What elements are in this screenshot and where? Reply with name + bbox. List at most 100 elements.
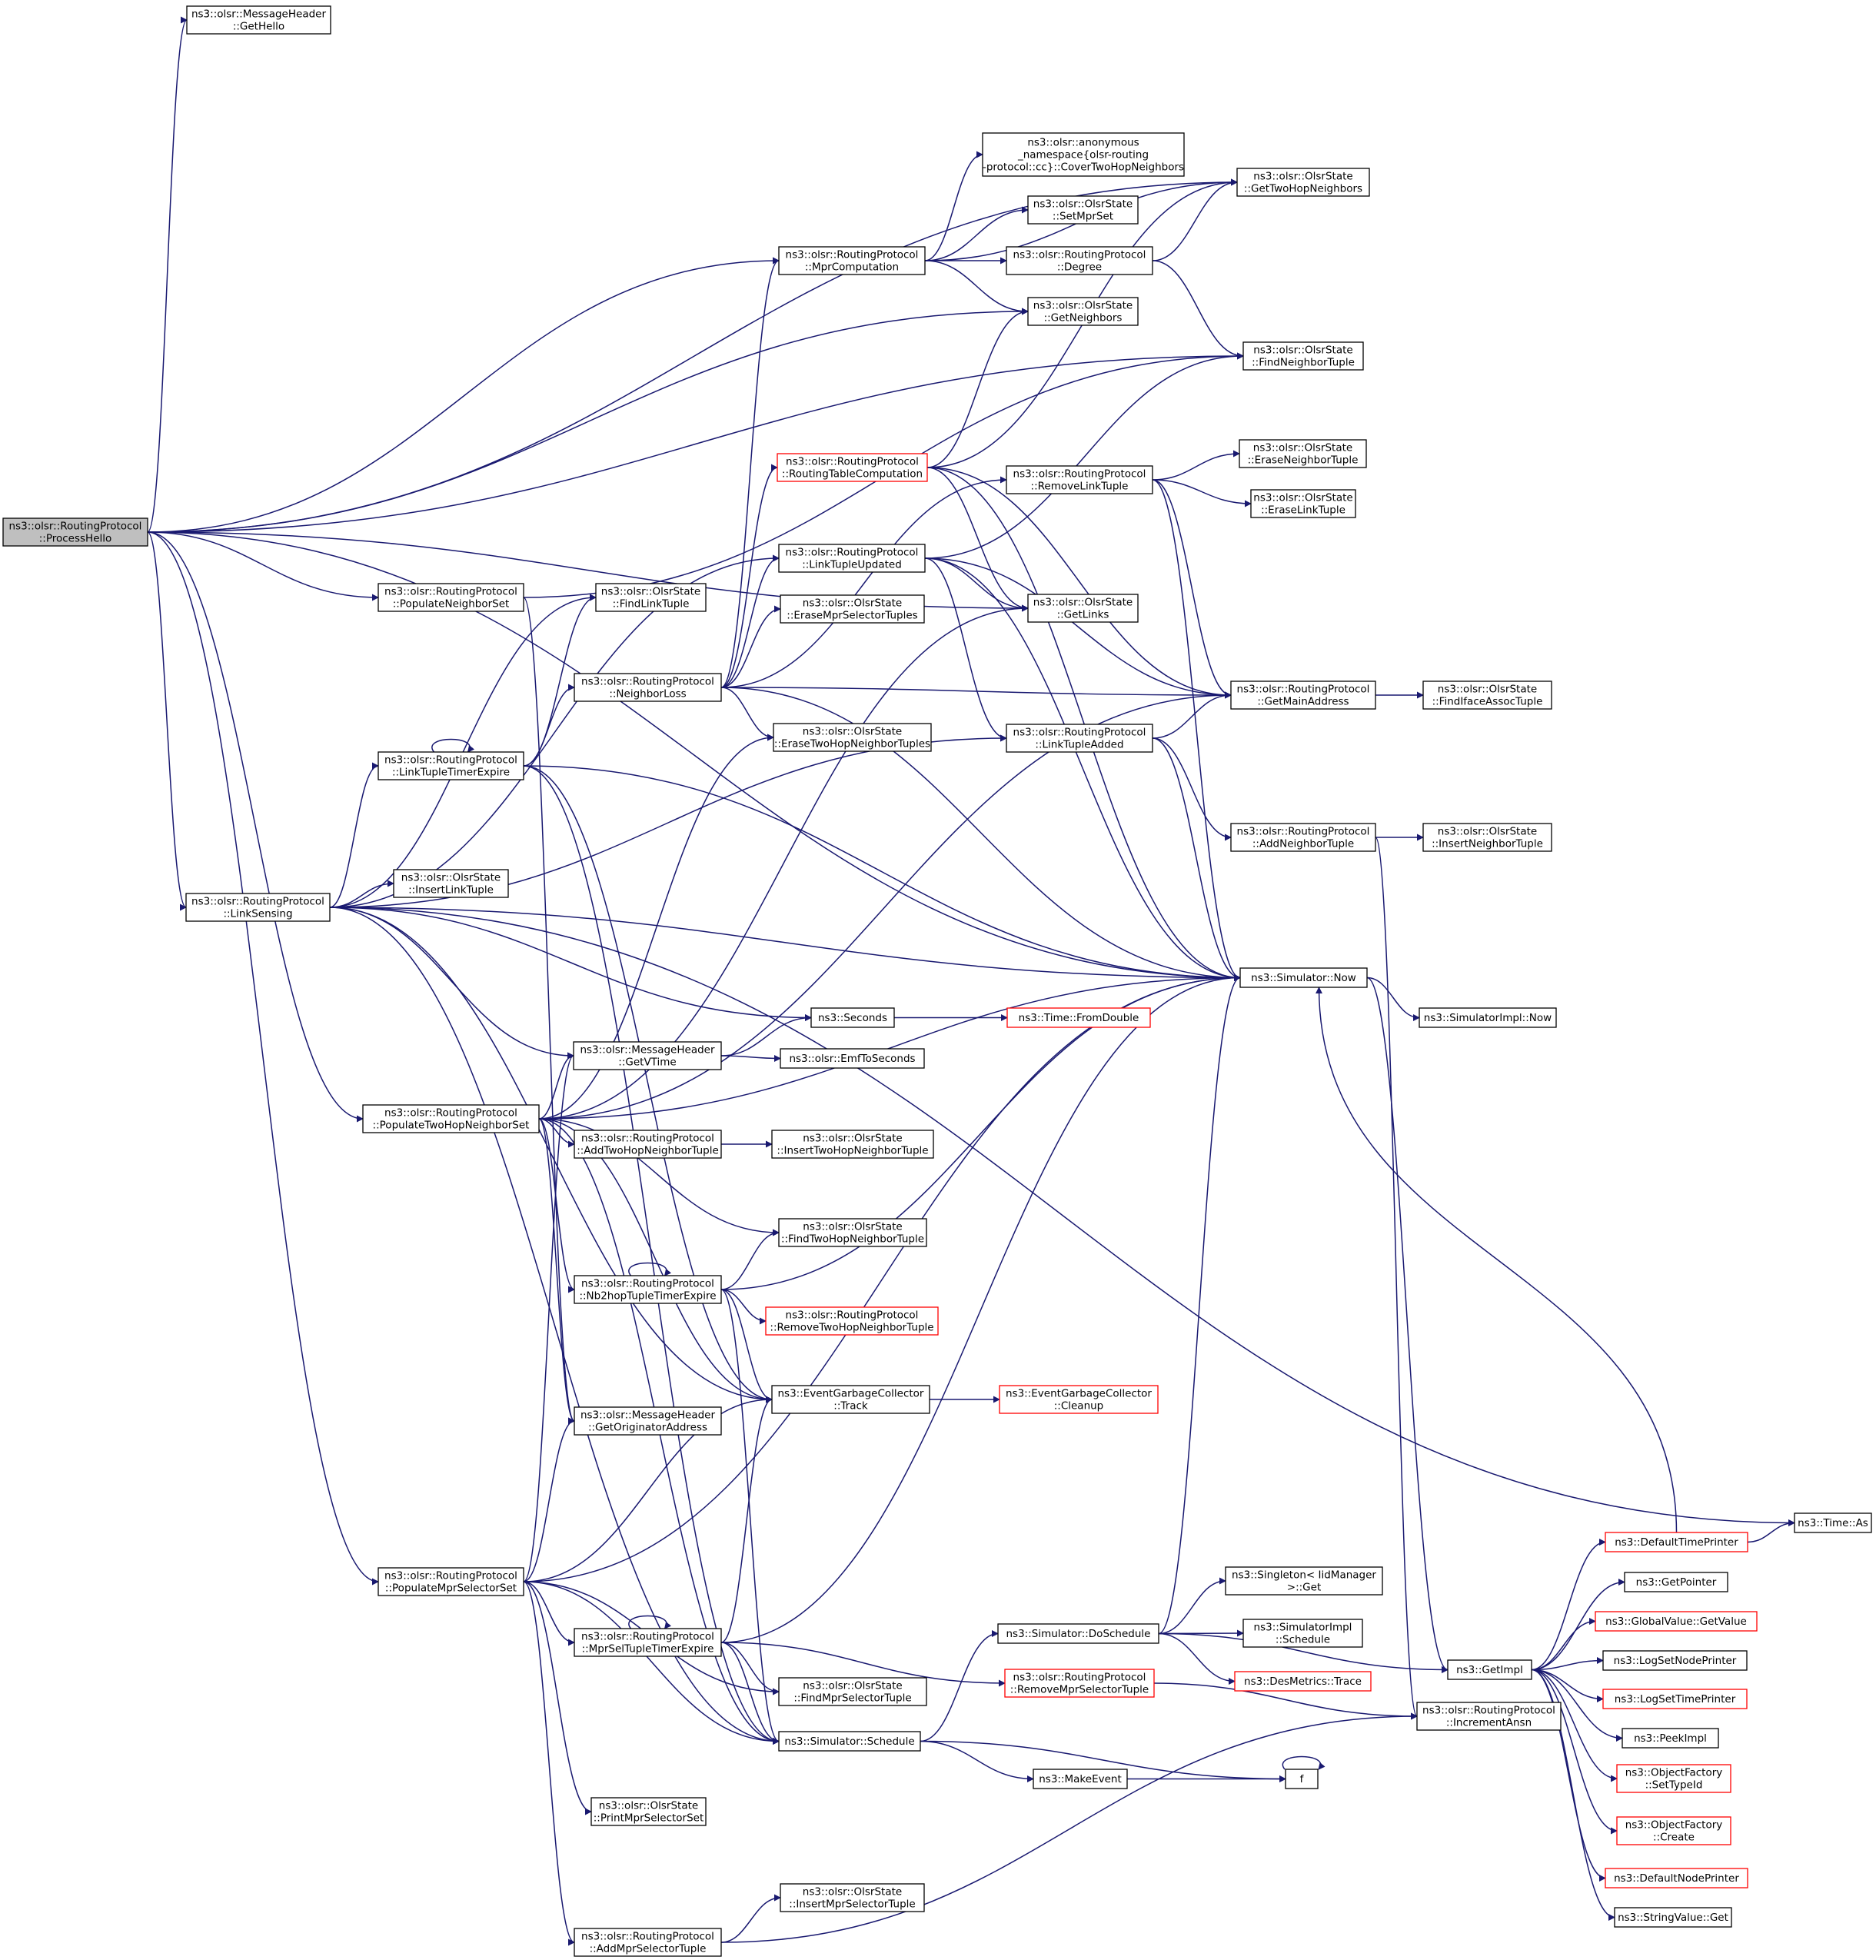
- node-insert-two-hop-neighbor-tuple[interactable]: ns3::olsr::OlsrState::InsertTwoHopNeighb…: [771, 1130, 934, 1159]
- node-mpr-sel-tuple-timer-expire[interactable]: ns3::olsr::RoutingProtocol::MprSelTupleT…: [574, 1628, 722, 1657]
- node-default-node-printer[interactable]: ns3::DefaultNodePrinter: [1605, 1868, 1748, 1888]
- node-get-pointer[interactable]: ns3::GetPointer: [1624, 1572, 1728, 1592]
- node-nb2hop-tuple-timer-expire[interactable]: ns3::olsr::RoutingProtocol::Nb2hopTupleT…: [574, 1275, 722, 1304]
- node-degree[interactable]: ns3::olsr::RoutingProtocol::Degree: [1006, 246, 1153, 275]
- node-box: [780, 594, 925, 624]
- node-label: ::RemoveMprSelectorTuple: [1010, 1684, 1149, 1696]
- edge-link-tuple-added-to-add-neighbor-tuple: [1152, 737, 1232, 841]
- node-populate-mpr-selector-set[interactable]: ns3::olsr::RoutingProtocol::PopulateMprS…: [378, 1567, 524, 1596]
- node-add-two-hop-neighbor-tuple[interactable]: ns3::olsr::RoutingProtocol::AddTwoHopNei…: [574, 1130, 722, 1159]
- edge-link-tuple-added-to-simulator-now: [1152, 737, 1241, 981]
- node-label: ::GetVTime: [618, 1057, 676, 1069]
- node-insert-mpr-selector-tuple[interactable]: ns3::olsr::OlsrState::InsertMprSelectorT…: [780, 1883, 925, 1912]
- node-label: ::LinkTupleAdded: [1035, 739, 1123, 751]
- node-remove-mpr-selector-tuple[interactable]: ns3::olsr::RoutingProtocol::RemoveMprSel…: [1004, 1669, 1155, 1698]
- node-get-impl[interactable]: ns3::GetImpl: [1447, 1659, 1532, 1680]
- node-insert-link-tuple[interactable]: ns3::olsr::OlsrState::InsertLinkTuple: [393, 869, 509, 898]
- node-get-neighbors[interactable]: ns3::olsr::OlsrState::GetNeighbors: [1027, 297, 1139, 326]
- node-egctrack[interactable]: ns3::EventGarbageCollector::Track: [771, 1385, 930, 1414]
- node-egccleanup[interactable]: ns3::EventGarbageCollector::Cleanup: [999, 1385, 1159, 1414]
- node-label: ::IncrementAnsn: [1446, 1717, 1532, 1729]
- node-peek-impl[interactable]: ns3::PeekImpl: [1622, 1728, 1719, 1749]
- node-link-sensing[interactable]: ns3::olsr::RoutingProtocol::LinkSensing: [185, 893, 331, 922]
- node-f[interactable]: f: [1285, 1769, 1319, 1789]
- node-simulator-schedule[interactable]: ns3::Simulator::Schedule: [778, 1731, 921, 1752]
- node-object-factory-set-type-id[interactable]: ns3::ObjectFactory::SetTypeId: [1616, 1764, 1731, 1793]
- node-simulator-impl-now[interactable]: ns3::SimulatorImpl::Now: [1419, 1007, 1557, 1028]
- edge-remove-mpr-selector-tuple-to-increment-ansn: [1153, 1682, 1418, 1720]
- node-add-mpr-selector-tuple[interactable]: ns3::olsr::RoutingProtocol::AddMprSelect…: [574, 1928, 722, 1957]
- node-string-value-get[interactable]: ns3::StringValue::Get: [1614, 1907, 1732, 1928]
- node-find-neighbor-tuple[interactable]: ns3::olsr::OlsrState::FindNeighborTuple: [1242, 341, 1364, 371]
- node-make-event[interactable]: ns3::MakeEvent: [1033, 1769, 1128, 1789]
- node-label: ::Schedule: [1276, 1634, 1330, 1646]
- node-populate-neighbor-set[interactable]: ns3::olsr::RoutingProtocol::PopulateNeig…: [378, 583, 524, 612]
- node-seconds[interactable]: ns3::Seconds: [810, 1007, 895, 1028]
- node-get-hello[interactable]: ns3::olsr::MessageHeader::GetHello: [186, 5, 331, 35]
- node-log-set-time-printer[interactable]: ns3::LogSetTimePrinter: [1602, 1689, 1748, 1709]
- node-find-two-hop-neighbor-tuple[interactable]: ns3::olsr::OlsrState::FindTwoHopNeighbor…: [778, 1218, 927, 1247]
- node-singleton-get[interactable]: ns3::Singleton< IidManager >::Get: [1225, 1566, 1383, 1596]
- node-log-set-node-printer[interactable]: ns3::LogSetNodePrinter: [1602, 1650, 1748, 1671]
- node-print-mpr-selector-set[interactable]: ns3::olsr::OlsrState::PrintMprSelectorSe…: [590, 1797, 707, 1826]
- node-routing-table-computation[interactable]: ns3::olsr::RoutingProtocol::RoutingTable…: [777, 453, 928, 482]
- node-find-link-tuple[interactable]: ns3::olsr::OlsrState::FindLinkTuple: [595, 583, 707, 612]
- edge-neighbor-loss-to-simulator-now: [720, 687, 1241, 981]
- node-erase-two-hop-neighbor-tuples[interactable]: ns3::olsr::OlsrState::EraseTwoHopNeighbo…: [773, 723, 932, 752]
- node-emf-to-seconds[interactable]: ns3::olsr::EmfToSeconds: [780, 1048, 925, 1069]
- node-get-vtime[interactable]: ns3::olsr::MessageHeader::GetVTime: [573, 1041, 722, 1070]
- node-label: ns3::ObjectFactory: [1625, 1767, 1723, 1779]
- node-link-tuple-added[interactable]: ns3::olsr::RoutingProtocol::LinkTupleAdd…: [1006, 724, 1153, 753]
- edge-link-sensing-to-link-tuple-timer-expire: [329, 762, 379, 908]
- node-simulator-do-schedule[interactable]: ns3::Simulator::DoSchedule: [997, 1623, 1159, 1644]
- edge-simulator-do-schedule-to-simulator-now: [1158, 974, 1241, 1635]
- node-find-iface-assoc-tuple[interactable]: ns3::olsr::OlsrState::FindIfaceAssocTupl…: [1422, 681, 1552, 710]
- node-get-main-address[interactable]: ns3::olsr::RoutingProtocol::GetMainAddre…: [1230, 681, 1376, 710]
- node-label: ns3::StringValue::Get: [1618, 1912, 1728, 1924]
- node-find-mpr-selector-tuple[interactable]: ns3::olsr::OlsrState::FindMprSelectorTup…: [778, 1677, 927, 1706]
- node-box: [778, 544, 926, 573]
- node-label: ns3::olsr::anonymous: [1027, 137, 1139, 149]
- node-neighbor-loss[interactable]: ns3::olsr::RoutingProtocol::NeighborLoss: [574, 673, 722, 702]
- node-erase-mpr-selector-tuples[interactable]: ns3::olsr::OlsrState::EraseMprSelectorTu…: [780, 594, 925, 624]
- edge-populate-two-hop-neighbor-set-to-find-two-hop-neighbor-tuple: [538, 1118, 780, 1236]
- node-populate-two-hop-neighbor-set[interactable]: ns3::olsr::RoutingProtocol::PopulateTwoH…: [362, 1104, 540, 1133]
- node-process-hello[interactable]: ns3::olsr::RoutingProtocol::ProcessHello: [2, 517, 148, 547]
- edge-link-sensing-to-time-as: [329, 907, 1795, 1526]
- node-get-links[interactable]: ns3::olsr::OlsrState::GetLinks: [1027, 594, 1139, 623]
- node-label: ns3::MakeEvent: [1039, 1773, 1122, 1785]
- node-get-originator-address[interactable]: ns3::olsr::MessageHeader::GetOriginatorA…: [574, 1406, 722, 1436]
- edge-routing-table-computation-to-get-main-address: [926, 467, 1232, 699]
- edge-link-tuple-updated-to-link-tuple-added: [924, 557, 1007, 742]
- node-increment-ansn[interactable]: ns3::olsr::RoutingProtocol::IncrementAns…: [1416, 1702, 1562, 1731]
- node-erase-link-tuple[interactable]: ns3::olsr::OlsrState::EraseLinkTuple: [1250, 489, 1356, 518]
- node-link-tuple-timer-expire[interactable]: ns3::olsr::RoutingProtocol::LinkTupleTim…: [378, 751, 524, 780]
- node-box: [1027, 195, 1139, 225]
- node-label: ns3::olsr::RoutingProtocol: [384, 1107, 517, 1120]
- node-insert-neighbor-tuple[interactable]: ns3::olsr::OlsrState::InsertNeighborTupl…: [1422, 823, 1552, 852]
- node-default-time-printer[interactable]: ns3::DefaultTimePrinter: [1605, 1532, 1748, 1552]
- node-mpr-computation[interactable]: ns3::olsr::RoutingProtocol::MprComputati…: [778, 246, 926, 275]
- node-box: [1006, 246, 1153, 275]
- node-add-neighbor-tuple[interactable]: ns3::olsr::RoutingProtocol::AddNeighborT…: [1230, 823, 1376, 852]
- node-simulator-now[interactable]: ns3::Simulator::Now: [1239, 967, 1368, 988]
- node-global-value-get-value[interactable]: ns3::GlobalValue::GetValue: [1595, 1611, 1758, 1632]
- node-des-metrics-trace[interactable]: ns3::DesMetrics::Trace: [1234, 1671, 1372, 1692]
- node-erase-neighbor-tuple[interactable]: ns3::olsr::OlsrState::EraseNeighborTuple: [1239, 439, 1367, 468]
- node-get-two-hop-neighbors[interactable]: ns3::olsr::OlsrState::GetTwoHopNeighbors: [1236, 168, 1370, 197]
- node-label: ns3::olsr::OlsrState: [803, 1133, 902, 1145]
- node-link-tuple-updated[interactable]: ns3::olsr::RoutingProtocol::LinkTupleUpd…: [778, 544, 926, 573]
- node-remove-link-tuple[interactable]: ns3::olsr::RoutingProtocol::RemoveLinkTu…: [1006, 465, 1153, 494]
- node-from-double[interactable]: ns3::Time::FromDouble: [1006, 1007, 1151, 1028]
- node-object-factory-create[interactable]: ns3::ObjectFactory::Create: [1616, 1816, 1731, 1845]
- node-label: ns3::olsr::OlsrState: [401, 872, 501, 884]
- node-label: ns3::olsr::OlsrState: [1438, 684, 1537, 696]
- node-remove-two-hop-neighbor-tuple[interactable]: ns3::olsr::RoutingProtocol::RemoveTwoHop…: [765, 1306, 939, 1336]
- node-time-as[interactable]: ns3::Time::As: [1794, 1512, 1872, 1533]
- node-cover-two-hop[interactable]: ns3::olsr::anonymous_namespace{olsr-rout…: [982, 132, 1185, 177]
- node-label: ns3::olsr::RoutingProtocol: [581, 676, 714, 688]
- edge-remove-link-tuple-to-erase-neighbor-tuple: [1152, 450, 1240, 481]
- node-simulator-impl-schedule[interactable]: ns3::SimulatorImpl::Schedule: [1242, 1619, 1363, 1648]
- node-label: ns3::GetImpl: [1456, 1664, 1523, 1676]
- node-set-mpr-set[interactable]: ns3::olsr::OlsrState::SetMprSet: [1027, 195, 1139, 225]
